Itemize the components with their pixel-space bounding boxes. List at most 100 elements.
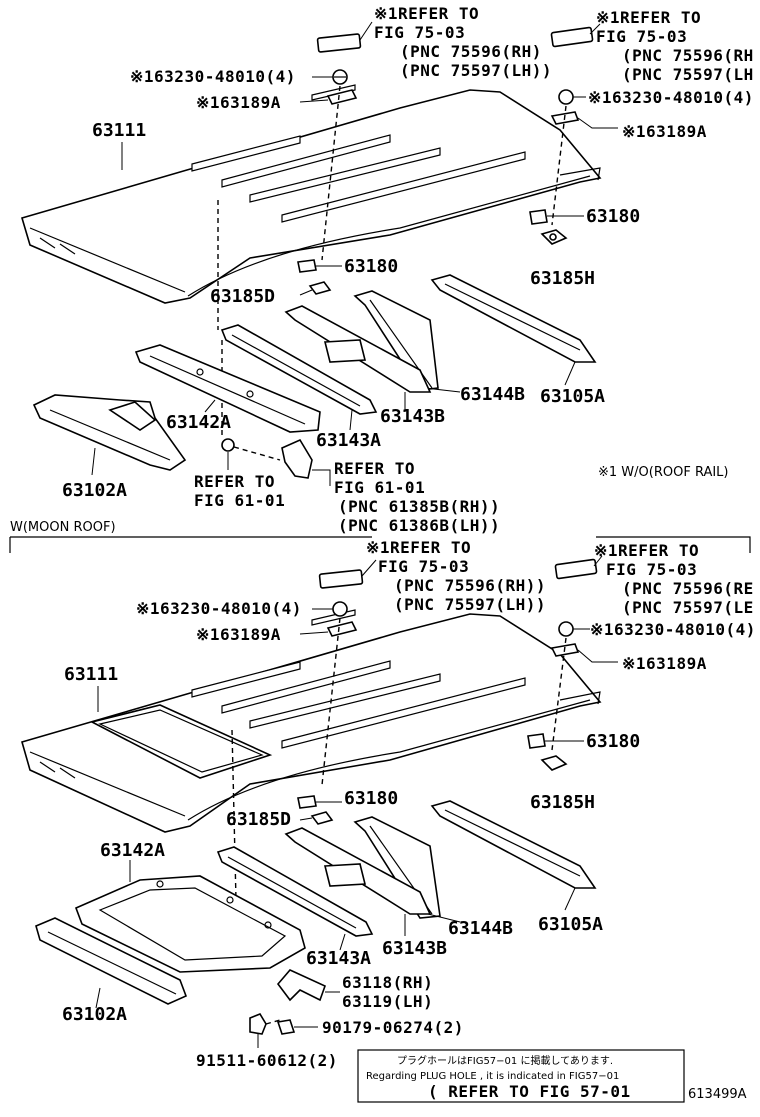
note-jp: プラグホールはFIG57−01 に掲載してあります. [397, 1054, 613, 1067]
section-moon-roof: W(MOON ROOF) [9, 520, 751, 553]
upper-labels: ※1REFER TO FIG 75-03 (PNC 75596(RH) (PNC… [62, 4, 754, 535]
guide-line-left-upper [321, 85, 341, 261]
label-bow-144b-upper: 63144B [460, 384, 525, 405]
guide-line-right-upper [551, 105, 567, 226]
bracket-left-upper [299, 89, 358, 105]
label-bow-105a-upper: 63105A [540, 386, 605, 407]
bracket-left-lower [299, 621, 358, 637]
label-ref-left-lower-3: (PNC 75596(RH)) [394, 576, 546, 595]
bolt-left-upper [312, 69, 348, 85]
label-rail-102a-upper: 63102A [62, 480, 127, 501]
label-bolt-left-upper: ※163230-48010(4) [130, 67, 296, 86]
bracket-63118-lower [276, 969, 340, 1002]
upper-diagram: ※1REFER TO FIG 75-03 (PNC 75596(RH) (PNC… [21, 4, 754, 535]
label-bow-143b-lower: 63143B [382, 938, 447, 959]
bow-63143B-upper [284, 305, 432, 412]
label-roof-panel-upper: 63111 [92, 120, 146, 141]
note-ref: ( REFER TO FIG 57-01 [428, 1082, 631, 1101]
frame-63142A-lower [74, 860, 306, 973]
label-ref-right-upper-2: FIG 75-03 [596, 27, 687, 46]
label-ref61-left-upper-2: FIG 61-01 [194, 491, 285, 510]
label-ref-right-upper-1: ※1REFER TO [596, 8, 701, 27]
clip-right-upper [529, 209, 584, 225]
label-nut-center-upper: 63185D [210, 286, 275, 307]
plug-hole-note: プラグホールはFIG57−01 に掲載してあります. Regarding PLU… [357, 1049, 685, 1103]
label-ref-right-lower-3: (PNC 75596(RE [622, 579, 754, 598]
ref-part-left-lower [318, 559, 377, 589]
ref-part-right-upper [550, 23, 601, 48]
label-ref61-right-upper-3: (PNC 61385B(RH)) [338, 497, 500, 516]
label-bracket-left-upper: ※163189A [196, 93, 281, 112]
label-bow-143a-upper: 63143A [316, 430, 381, 451]
bolt-91511-lower [249, 1013, 281, 1048]
label-bolt-right-lower: ※163230-48010(4) [590, 620, 756, 639]
label-frame-142a-lower: 63142A [100, 840, 165, 861]
label-bolt-bottom-lower: 91511-60612(2) [196, 1051, 338, 1070]
clip-right-lower [527, 733, 584, 749]
bow-63144B-upper [353, 290, 461, 393]
label-nut-right-upper: 63185H [530, 268, 595, 289]
label-ref-left-upper-2: FIG 75-03 [374, 23, 465, 42]
roof-panel-lower [21, 609, 602, 833]
nut-center-upper [299, 281, 332, 296]
clip-center-lower [297, 795, 342, 809]
note-box [357, 1049, 685, 1103]
label-bracket-rh-lower: 63118(RH) [342, 973, 433, 992]
label-bracket-left-lower: ※163189A [196, 625, 281, 644]
lower-diagram: ※1REFER TO FIG 75-03 (PNC 75596(RH)) (PN… [21, 538, 756, 1103]
bow-63143A-upper [220, 324, 378, 431]
bracket-right-upper [550, 111, 618, 129]
label-ref61-right-upper-4: (PNC 61386B(LH)) [338, 516, 500, 535]
label-ref-right-lower-2: FIG 75-03 [606, 560, 697, 579]
label-ref-right-upper-4: (PNC 75597(LH [622, 65, 754, 84]
note-en: Regarding PLUG HOLE , it is indicated in… [366, 1071, 619, 1082]
label-nut-center-lower: 63185D [226, 809, 291, 830]
label-bracket-right-upper: ※163189A [622, 122, 707, 141]
nut-right-lower [540, 755, 568, 771]
guide-line-right-lower [551, 637, 567, 751]
nut-center-lower [299, 811, 334, 825]
ref-part-left-upper [316, 21, 373, 53]
label-clip-right-lower: 63180 [586, 731, 640, 752]
guide-line-center-lower [231, 729, 237, 901]
label-ref-left-lower-1: ※1REFER TO [366, 538, 471, 557]
label-ref-right-lower-4: (PNC 75597(LE [622, 598, 754, 617]
label-bracket-lh-lower: 63119(LH) [342, 992, 433, 1011]
guide-line-left-lower [321, 617, 341, 786]
bow-63105A-lower [430, 800, 597, 911]
label-ref-left-lower-4: (PNC 75597(LH)) [394, 595, 546, 614]
bolt-right-upper [558, 89, 586, 105]
rail-63102A-lower [35, 917, 188, 1009]
label-ref-right-upper-3: (PNC 75596(RH [622, 46, 754, 65]
section-bracket [9, 536, 751, 553]
rail-63102A-upper [32, 394, 187, 476]
label-ref61-left-upper-1: REFER TO [194, 472, 275, 491]
label-clip-center-upper: 63180 [344, 256, 398, 277]
label-bolt-right-upper: ※163230-48010(4) [588, 88, 754, 107]
bolt-left-lower [312, 601, 348, 617]
label-screw-lower: 90179-06274(2) [322, 1018, 464, 1037]
ref-part-right-lower [554, 555, 603, 580]
label-bow-144b-lower: 63144B [448, 918, 513, 939]
bow-63143B-lower [284, 827, 432, 936]
label-roof-panel-lower: 63111 [64, 664, 118, 685]
roof-panel-upper [21, 84, 602, 304]
section-label: W(MOON ROOF) [10, 520, 116, 535]
label-bolt-left-lower: ※163230-48010(4) [136, 599, 302, 618]
label-ref-left-upper-1: ※1REFER TO [374, 4, 479, 23]
label-ref61-right-upper-2: FIG 61-01 [334, 478, 425, 497]
bow-63142A-upper [134, 344, 321, 433]
bow-63105A-upper [430, 274, 597, 386]
label-ref-left-lower-2: FIG 75-03 [378, 557, 469, 576]
label-ref-left-upper-4: (PNC 75597(LH)) [400, 61, 552, 80]
label-rail-102a-lower: 63102A [62, 1004, 127, 1025]
label-bow-143a-lower: 63143A [306, 948, 371, 969]
label-bracket-right-lower: ※163189A [622, 654, 707, 673]
label-bow-105a-lower: 63105A [538, 914, 603, 935]
label-ref-right-lower-1: ※1REFER TO [594, 541, 699, 560]
figure-id: 613499A [688, 1087, 747, 1102]
nut-right-upper [540, 229, 568, 245]
ref-part-61-upper [221, 438, 331, 486]
